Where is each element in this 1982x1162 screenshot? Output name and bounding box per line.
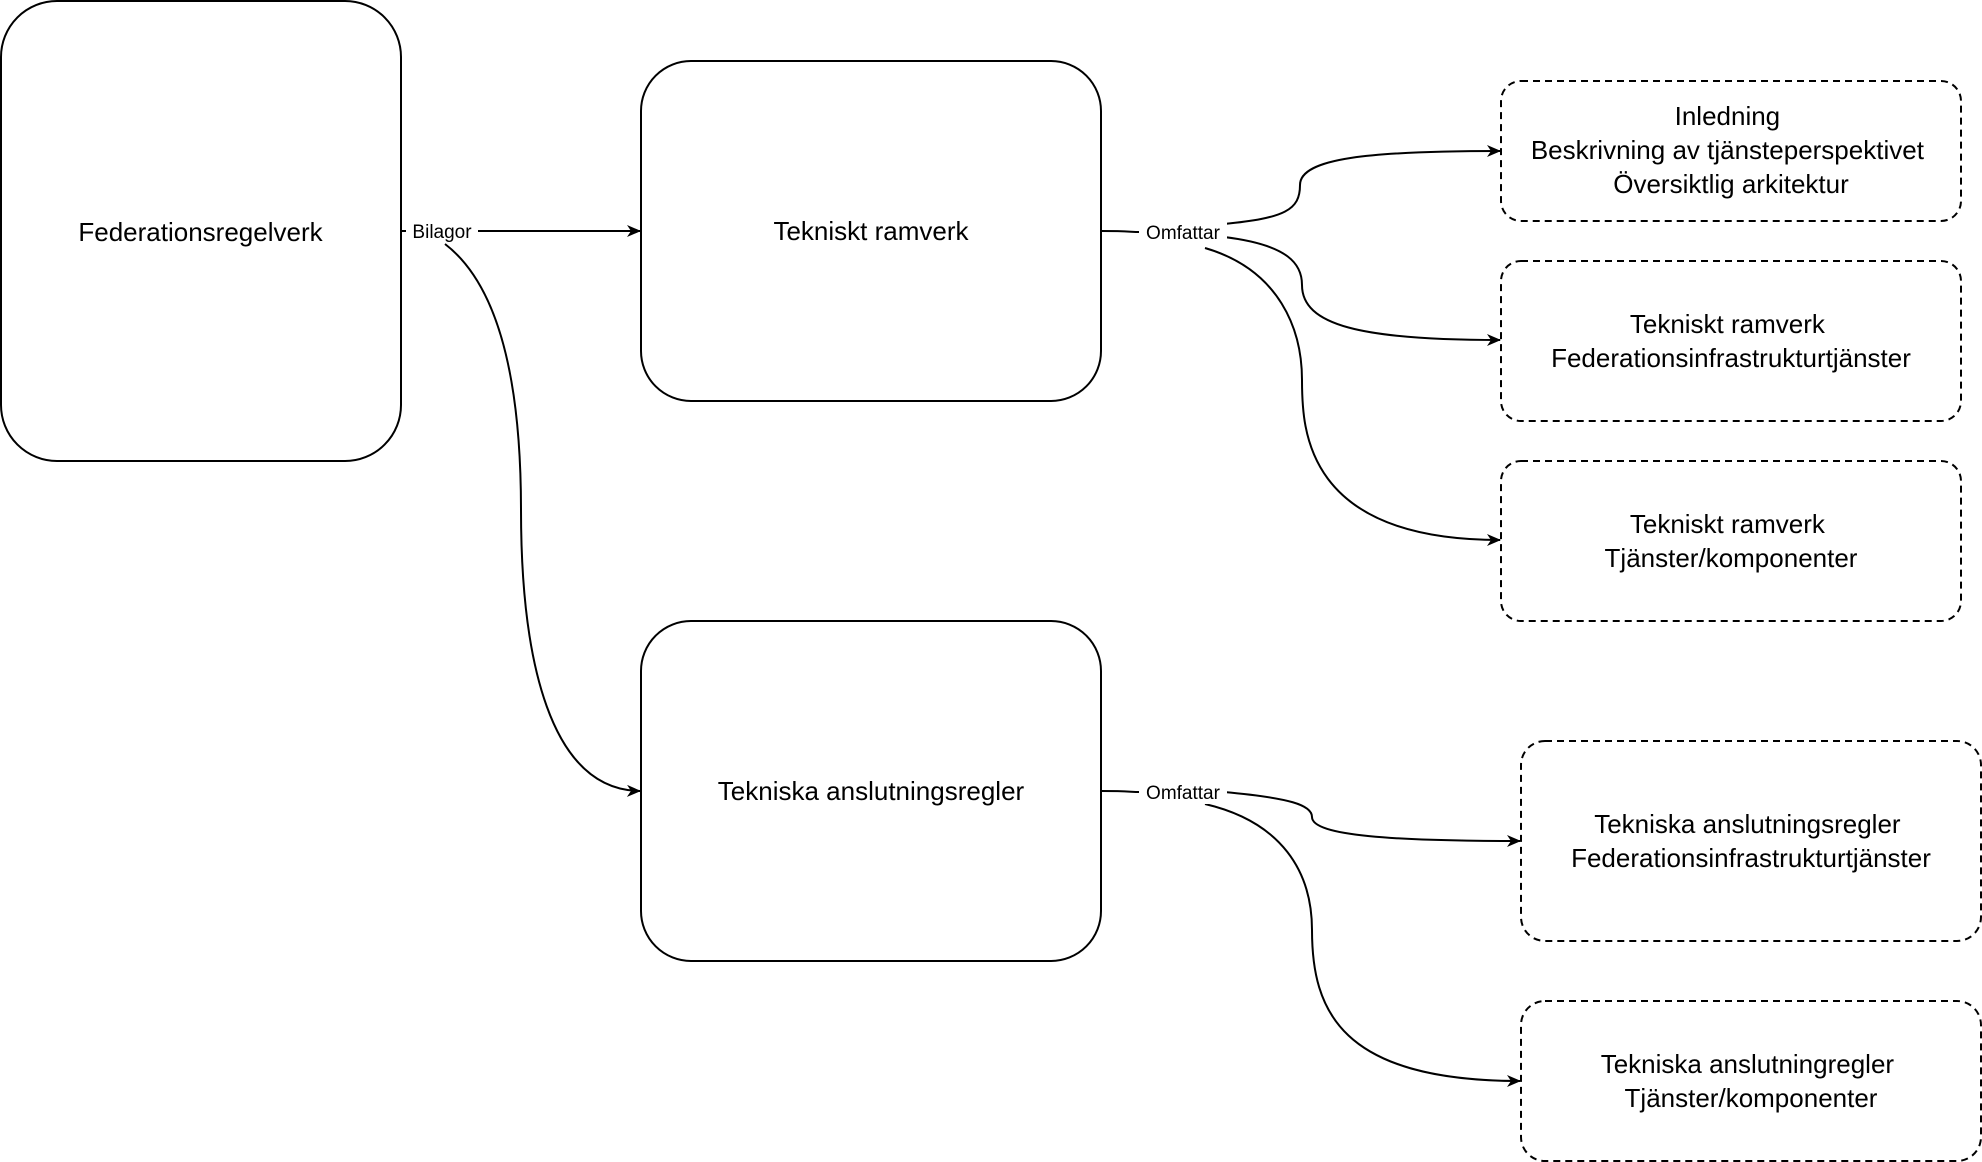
- node-tar-federationsinfra[interactable]: Tekniska anslutningsregler Federationsin…: [1520, 740, 1982, 942]
- node-tar-tjanster-label: Tekniska anslutningregler Tjänster/kompo…: [1601, 1049, 1902, 1113]
- node-tar-tjanster[interactable]: Tekniska anslutningregler Tjänster/kompo…: [1520, 1000, 1982, 1162]
- node-inledning-label: Inledning Beskrivning av tjänsteperspekt…: [1531, 101, 1931, 199]
- edge-omfattar-to-inledning: [1223, 145, 1501, 225]
- edge-label-omfattar-top: Omfattar: [1139, 220, 1227, 244]
- node-federationsregelverk[interactable]: Federationsregelverk: [0, 0, 402, 462]
- svg-text:Bilagor: Bilagor: [412, 222, 472, 243]
- node-tr-tjanster-label: Tekniskt ramverk Tjänster/komponenter: [1605, 509, 1858, 573]
- svg-text:Omfattar: Omfattar: [1146, 783, 1221, 804]
- edge-omfattar-to-tr-federationsinfra: [1223, 236, 1501, 346]
- node-tekniska-anslutningsregler-label: Tekniska anslutningsregler: [718, 776, 1025, 806]
- node-federationsregelverk-label: Federationsregelverk: [78, 217, 323, 247]
- node-inledning[interactable]: Inledning Beskrivning av tjänsteperspekt…: [1500, 80, 1962, 222]
- node-tekniska-anslutningsregler[interactable]: Tekniska anslutningsregler: [640, 620, 1102, 962]
- node-tekniskt-ramverk-label: Tekniskt ramverk: [773, 216, 969, 246]
- edge-bilagor-to-tekniska-anslutningsregler: [444, 243, 641, 797]
- node-tr-tjanster[interactable]: Tekniskt ramverk Tjänster/komponenter: [1500, 460, 1962, 622]
- node-tr-federationsinfra[interactable]: Tekniskt ramverk Federationsinfrastruktu…: [1500, 260, 1962, 422]
- edge-stub-tekniskt-ramverk: [1100, 230, 1141, 233]
- edge-stub-tekniska-anslutningsregler: [1100, 790, 1141, 793]
- svg-text:Omfattar: Omfattar: [1146, 223, 1221, 244]
- edge-label-omfattar-bottom: Omfattar: [1139, 780, 1227, 804]
- edge-omfattar-to-tr-tjanster: [1204, 247, 1501, 546]
- edge-omfattar-to-tar-federationsinfra: [1223, 791, 1521, 847]
- edge-label-bilagor: Bilagor: [406, 219, 478, 243]
- node-tr-federationsinfra-label: Tekniskt ramverk Federationsinfrastruktu…: [1551, 309, 1911, 373]
- node-tekniskt-ramverk[interactable]: Tekniskt ramverk: [640, 60, 1102, 402]
- node-tar-federationsinfra-label: Tekniska anslutningsregler Federationsin…: [1571, 809, 1931, 873]
- edge-omfattar-to-tar-tjanster: [1204, 803, 1521, 1087]
